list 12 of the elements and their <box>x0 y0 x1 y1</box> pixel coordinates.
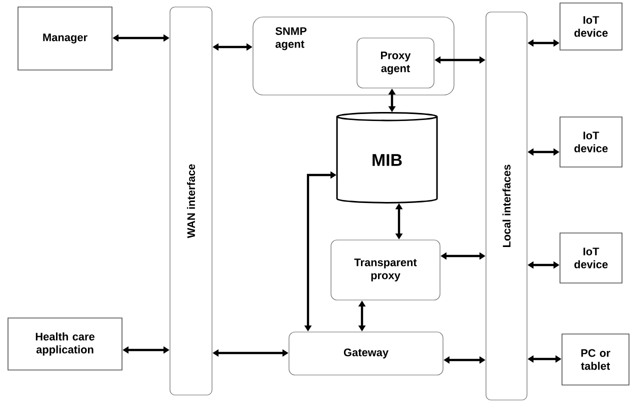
device-box: IoT device <box>560 116 622 168</box>
device-box: IoT device <box>560 2 622 50</box>
gateway-box: Gateway <box>288 332 444 376</box>
proxy-box: Proxy agent <box>356 38 434 88</box>
manager-box: Manager <box>18 6 112 70</box>
device-box: PC or tablet <box>562 334 630 386</box>
device-box: IoT device <box>560 232 622 284</box>
application-box: Health care application <box>8 318 122 370</box>
interface-band: Local interfaces <box>486 12 528 400</box>
proxy-box: Transparent proxy <box>330 240 440 300</box>
interface-band: WAN interface <box>170 6 212 396</box>
database-cylinder: MIB <box>336 112 438 204</box>
